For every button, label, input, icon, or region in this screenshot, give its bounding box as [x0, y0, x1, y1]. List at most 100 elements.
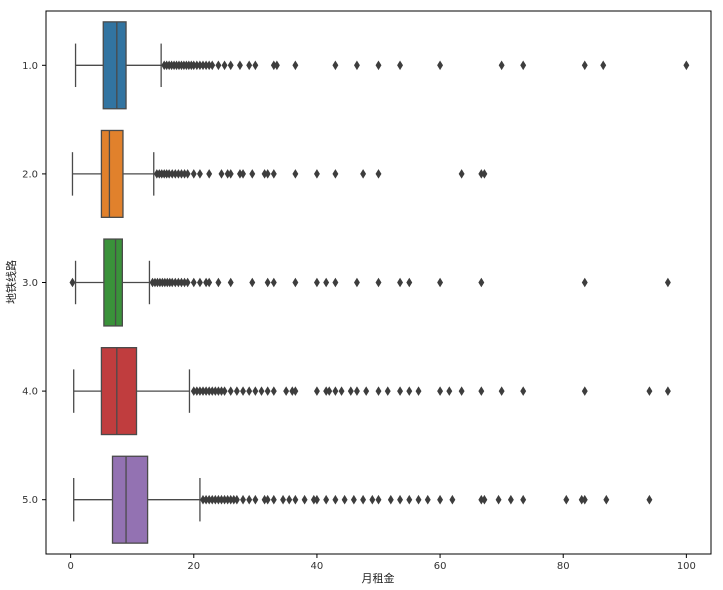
box-group — [74, 21, 690, 110]
outlier-point — [332, 60, 339, 71]
outlier-point — [283, 386, 290, 396]
outlier-point — [323, 494, 330, 505]
outlier-point — [478, 386, 485, 396]
outlier-point — [387, 494, 394, 505]
outlier-point — [218, 169, 225, 179]
outlier-point — [326, 386, 333, 396]
outlier-point — [323, 277, 330, 288]
outlier-point — [249, 169, 256, 179]
outlier-point — [360, 169, 367, 179]
outlier-point — [264, 386, 271, 396]
outlier-point — [196, 169, 203, 179]
outlier-point — [313, 169, 320, 179]
outlier-point — [209, 60, 216, 71]
outlier-point — [646, 386, 653, 396]
outlier-point — [507, 494, 514, 505]
outlier-point — [292, 494, 299, 505]
x-tick-label: 0 — [67, 561, 73, 572]
outlier-point — [227, 277, 234, 288]
outlier-point — [375, 169, 382, 179]
x-axis-ticks: 0 20 40 60 80 100 — [67, 554, 696, 572]
outlier-point — [481, 169, 488, 179]
outlier-point — [196, 277, 203, 288]
iqr-box — [103, 238, 124, 327]
outlier-point — [206, 169, 213, 179]
outlier-point — [246, 60, 253, 71]
outlier-point — [270, 494, 277, 505]
outlier-point — [683, 60, 690, 71]
outlier-point — [646, 494, 653, 505]
outlier-point — [581, 60, 588, 71]
outlier-point — [215, 60, 222, 71]
iqr-box — [102, 21, 127, 110]
outlier-point — [478, 277, 485, 288]
outlier-point — [227, 60, 234, 71]
outlier-point — [252, 60, 259, 71]
outlier-point — [237, 60, 243, 71]
x-tick-label: 60 — [434, 561, 447, 572]
outlier-point — [332, 169, 339, 179]
outlier-point — [313, 494, 320, 505]
outlier-point — [397, 386, 404, 396]
outlier-point — [520, 386, 527, 396]
outlier-point — [240, 169, 246, 179]
x-tick-label: 100 — [677, 561, 696, 572]
outlier-point — [446, 386, 453, 396]
x-tick-label: 40 — [311, 561, 324, 572]
outlier-point — [341, 494, 348, 505]
box-group — [73, 347, 671, 436]
outlier-point — [347, 386, 354, 396]
outlier-point — [332, 386, 339, 396]
outlier-point — [249, 277, 256, 288]
box-group — [73, 455, 653, 544]
outlier-point — [233, 494, 240, 505]
outlier-point — [273, 60, 280, 71]
outlier-point — [252, 386, 259, 396]
outlier-point — [375, 277, 382, 288]
outlier-point — [369, 494, 376, 505]
outlier-point — [264, 277, 271, 288]
outlier-point — [292, 169, 299, 179]
iqr-box — [100, 347, 138, 436]
outlier-point — [240, 494, 246, 505]
outlier-point — [353, 386, 360, 396]
outlier-point — [581, 386, 588, 396]
outlier-point — [360, 494, 367, 505]
outlier-point — [184, 169, 191, 179]
outlier-point — [270, 386, 277, 396]
x-tick-label: 20 — [187, 561, 200, 572]
outlier-point — [581, 494, 588, 505]
outlier-point — [397, 60, 404, 71]
y-tick-label: 3.0 — [22, 278, 38, 289]
outlier-point — [353, 60, 360, 71]
outlier-point — [437, 277, 444, 288]
outlier-point — [69, 277, 76, 288]
outlier-point — [332, 277, 339, 288]
y-tick-label: 1.0 — [22, 61, 38, 72]
outlier-point — [190, 277, 197, 288]
outlier-point — [397, 494, 404, 505]
outlier-point — [384, 386, 391, 396]
outlier-point — [603, 494, 610, 505]
outlier-point — [498, 60, 505, 71]
outlier-point — [313, 277, 320, 288]
outlier-point — [664, 386, 671, 396]
outlier-point — [363, 386, 370, 396]
outlier-point — [190, 169, 197, 179]
x-tick-label: 80 — [557, 561, 570, 572]
outlier-point — [375, 494, 382, 505]
iqr-box — [111, 455, 149, 544]
outlier-point — [292, 277, 299, 288]
outlier-point — [221, 386, 228, 396]
outlier-point — [270, 277, 277, 288]
outlier-point — [227, 386, 234, 396]
outlier-point — [313, 386, 320, 396]
y-tick-label: 5.0 — [22, 495, 38, 506]
outlier-point — [498, 386, 505, 396]
outlier-point — [215, 277, 222, 288]
outlier-point — [495, 494, 502, 505]
outlier-point — [350, 494, 357, 505]
outlier-point — [221, 60, 228, 71]
outlier-point — [581, 277, 588, 288]
